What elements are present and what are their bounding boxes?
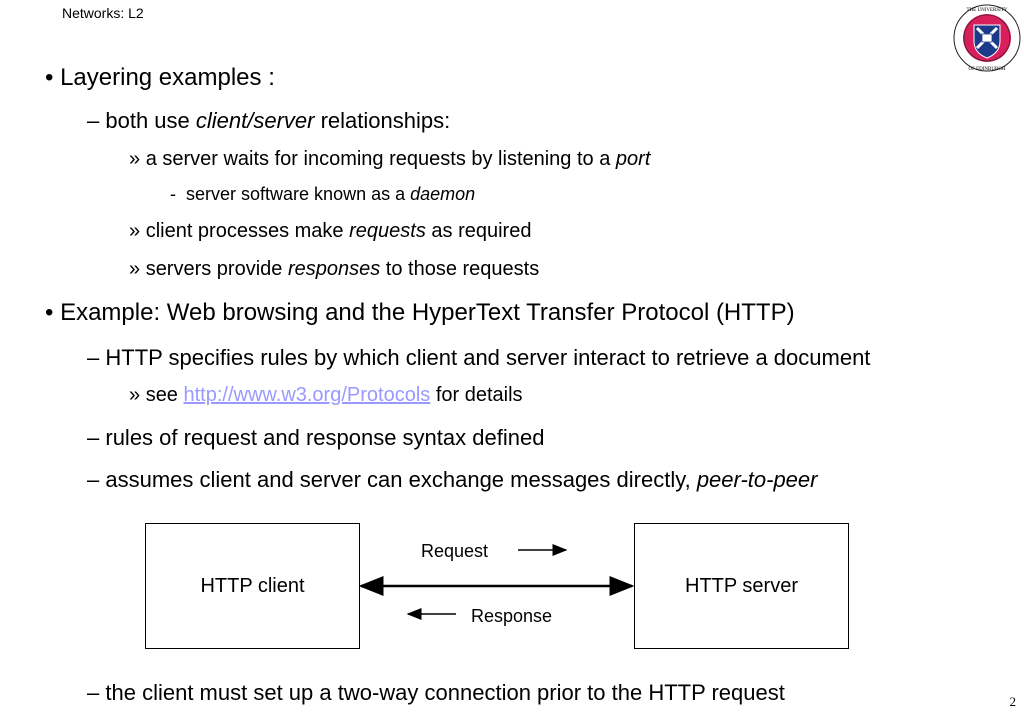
sub-bullet-client-server: – both use client/server relationships: <box>87 108 451 133</box>
sub-sub-bullet-see-link: » see http://www.w3.org/Protocols for de… <box>129 384 523 406</box>
http-server-label: HTTP server <box>685 574 798 597</box>
svg-text:OF EDINBURGH: OF EDINBURGH <box>968 67 1005 72</box>
university-crest-logo: THE UNIVERSITY OF EDINBURGH <box>953 4 1021 72</box>
sub-sub-bullet-server-waits: » a server waits for incoming requests b… <box>129 148 651 170</box>
bullet-layering-examples: • Layering examples : <box>45 64 275 91</box>
sub-sub-bullet-client-requests: » client processes make requests as requ… <box>129 220 532 242</box>
bullet-http-example: • Example: Web browsing and the HyperTex… <box>45 299 795 326</box>
page-number: 2 <box>1009 694 1017 709</box>
bullet-text: Example: Web browsing and the HyperText … <box>60 299 795 326</box>
bullet-text: Layering examples : <box>60 64 275 91</box>
sub-sub-bullet-server-responses: » servers provide responses to those req… <box>129 258 540 280</box>
request-label: Request <box>421 541 489 561</box>
sub-bullet-http-rules: – HTTP specifies rules by which client a… <box>87 345 871 370</box>
sub-bullet-peer-to-peer: – assumes client and server can exchange… <box>87 467 818 492</box>
http-client-box: HTTP client <box>145 523 360 649</box>
slide-header: Networks: L2 <box>62 5 144 21</box>
http-server-box: HTTP server <box>634 523 849 649</box>
sub-bullet-syntax: – rules of request and response syntax d… <box>87 425 545 450</box>
svg-text:THE UNIVERSITY: THE UNIVERSITY <box>967 8 1008 13</box>
w3-protocols-link[interactable]: http://www.w3.org/Protocols <box>183 384 431 406</box>
response-label: Response <box>471 606 553 626</box>
http-client-label: HTTP client <box>200 574 305 597</box>
sub-bullet-two-way-connection: – the client must set up a two-way conne… <box>87 680 785 705</box>
sub-sub-sub-bullet-daemon: - server software known as a daemon <box>170 184 476 204</box>
